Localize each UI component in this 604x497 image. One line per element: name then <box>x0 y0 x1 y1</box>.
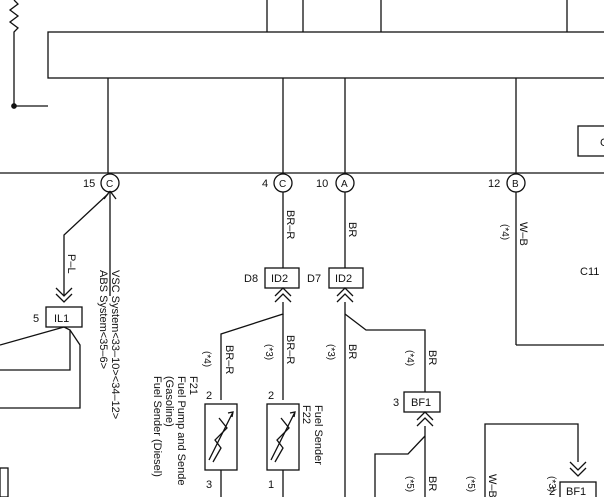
d8-name: ID2 <box>271 273 288 285</box>
d7-connector <box>328 267 364 289</box>
pin-15-number: 15 <box>83 178 95 190</box>
junction-dot <box>11 103 17 109</box>
f21-line2: (Gasoline) <box>163 376 175 427</box>
note-3c: (*3) <box>546 476 557 492</box>
wire-brr-1: BR–R <box>284 210 296 239</box>
f22-pin-top: 2 <box>268 390 274 402</box>
c11-label: C11 <box>580 266 599 278</box>
wire-br-2: BR <box>346 344 358 359</box>
bf1b-name: BF1 <box>566 486 586 497</box>
bf1b-pin: 2 <box>549 486 555 497</box>
note-4a: (*4) <box>499 224 510 240</box>
bf1-connector-a <box>403 391 441 413</box>
pin-4-number: 4 <box>262 178 268 190</box>
note-5b: (*5) <box>465 476 476 492</box>
resistor-symbol <box>8 0 20 106</box>
f21-line1: Fuel Pump and Sende <box>175 376 187 485</box>
bf1a-pin: 3 <box>393 397 399 409</box>
wire-br-3: BR <box>426 350 438 365</box>
wire-brr-3: BR–R <box>284 335 296 364</box>
d8-ref: D8 <box>244 273 258 285</box>
c-box-label: C <box>600 137 604 149</box>
wire-br-4: BR <box>426 476 438 491</box>
ecu-box <box>47 31 604 79</box>
d7-ref: D7 <box>307 273 321 285</box>
bf1a-name: BF1 <box>411 397 431 409</box>
wire-wb-2: W–B <box>486 474 498 497</box>
pin-4-letter: C <box>279 179 286 190</box>
c-box <box>577 125 604 157</box>
bf1-connector-b <box>559 481 597 497</box>
note-3a: (*3) <box>263 344 274 360</box>
note-4b: (*4) <box>201 351 212 367</box>
d7-name: ID2 <box>335 273 352 285</box>
pin-10-letter: A <box>341 179 348 190</box>
wire-brr-2: BR–R <box>223 345 235 374</box>
il1-name: IL1 <box>54 313 69 325</box>
f22-line1: Fuel Sender <box>312 405 324 465</box>
f21-line3: Fuel Sender (Diesel) <box>151 376 163 477</box>
f22-code: F22 <box>300 405 312 424</box>
pin-12-letter: B <box>512 179 519 190</box>
f21-code: F21 <box>187 376 199 395</box>
f21-pin-top: 2 <box>206 390 212 402</box>
note-3b: (*3) <box>325 344 336 360</box>
note-4c: (*4) <box>404 350 415 366</box>
vsc-system-label: VSC System<33–10><34–12> <box>109 270 121 419</box>
f22-pin-bottom: 1 <box>268 479 274 491</box>
note-5a: (*5) <box>404 476 415 492</box>
pin-15-letter: C <box>106 179 113 190</box>
pin-10-number: 10 <box>316 178 328 190</box>
abs-system-label: ABS System<35–6> <box>97 270 109 369</box>
wire-pl: P–L <box>65 254 77 274</box>
wire-br-1: BR <box>346 222 358 237</box>
d8-connector <box>264 267 300 289</box>
pin-12-number: 12 <box>488 178 500 190</box>
f21-pin-bottom: 3 <box>206 479 212 491</box>
il1-pin: 5 <box>33 313 39 325</box>
wire-wb-1: W–B <box>517 222 529 246</box>
